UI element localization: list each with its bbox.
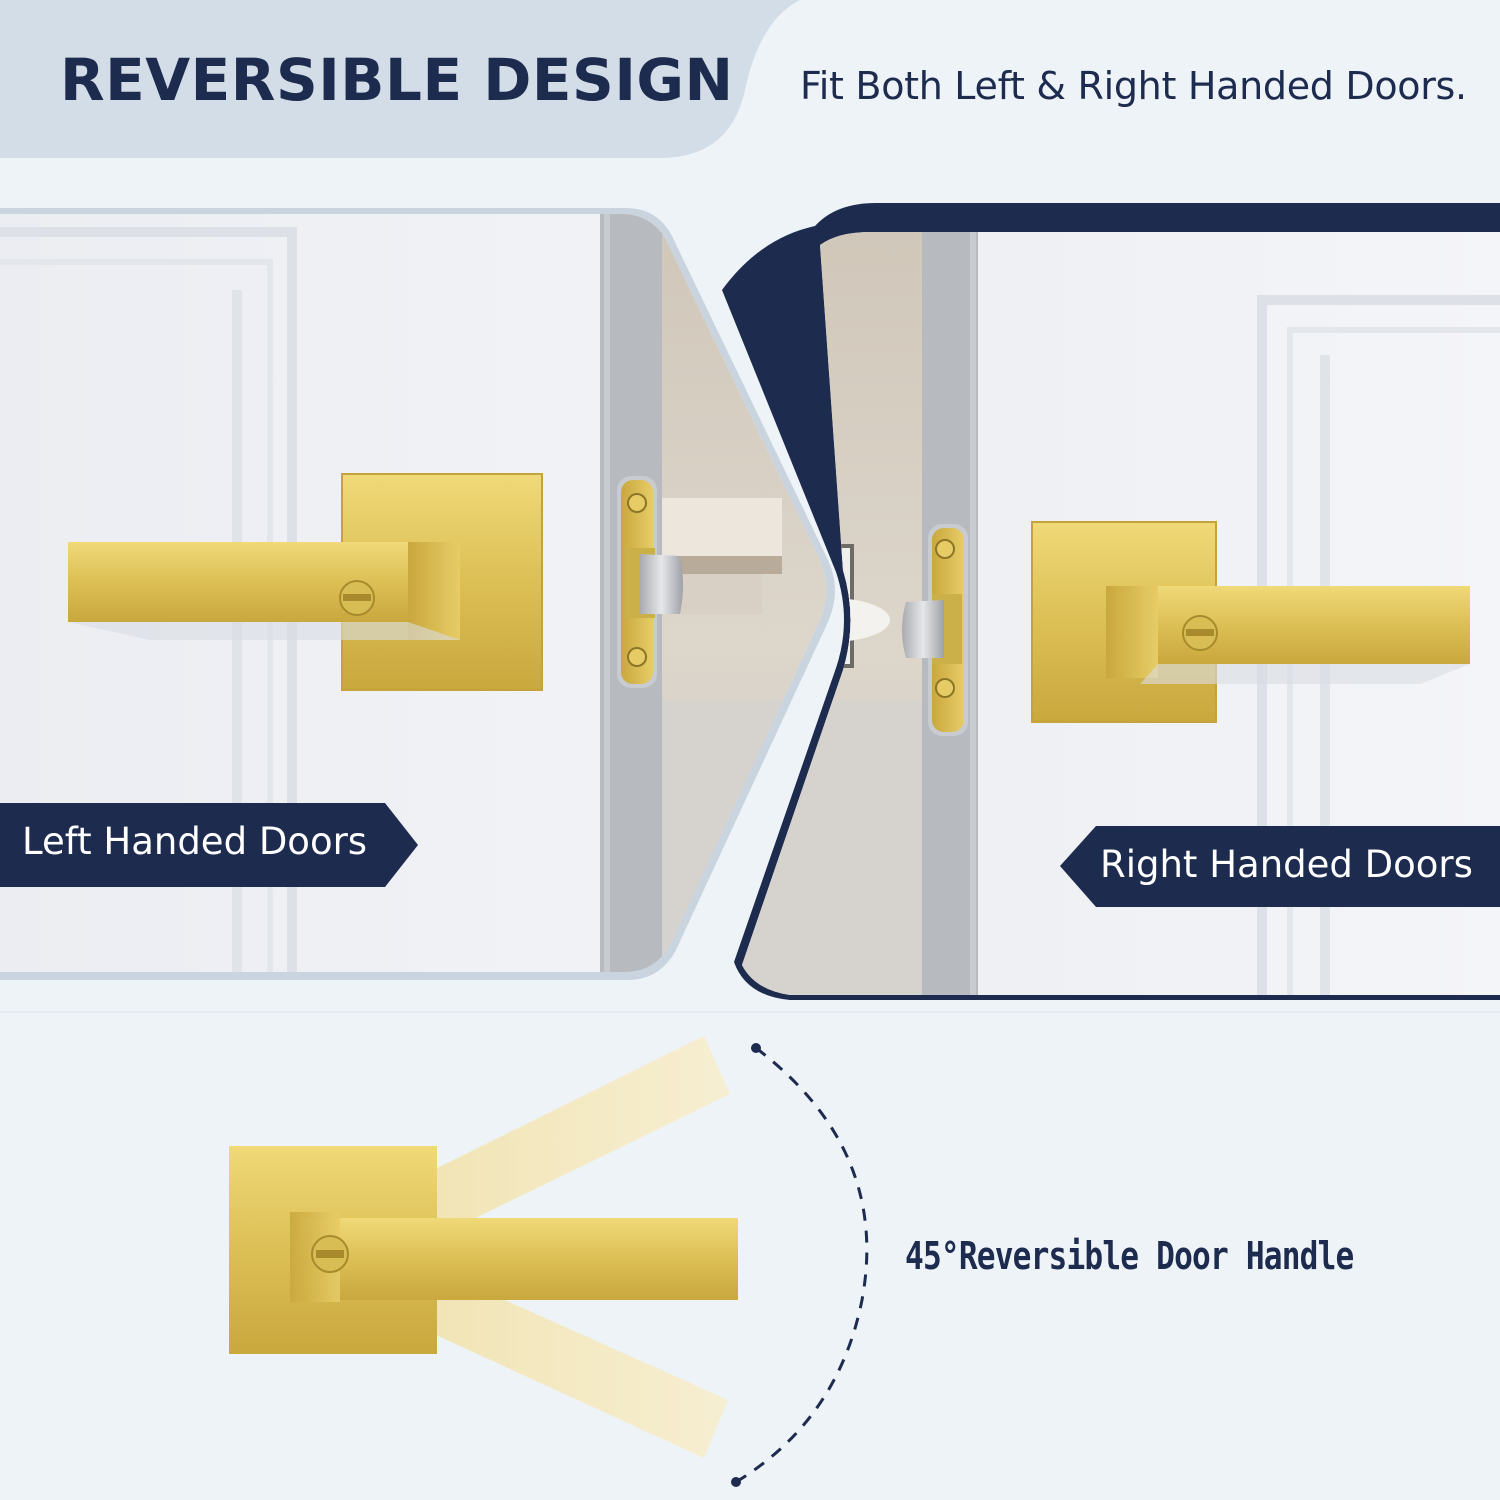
page-subtitle: Fit Both Left & Right Handed Doors.	[800, 64, 1467, 108]
lever-main	[298, 1218, 738, 1300]
rotation-label: 45°Reversible Door Handle	[905, 1234, 1354, 1278]
dashed-arc-icon	[735, 1046, 869, 1484]
right-label-badge	[1060, 826, 1500, 907]
left-handed-label: Left Handed Doors	[22, 820, 368, 863]
rotation-diagram	[229, 1036, 869, 1487]
left-label-badge	[0, 803, 418, 887]
header-band-left	[0, 0, 800, 158]
right-handed-label: Right Handed Doors	[1100, 843, 1473, 886]
page-title: REVERSIBLE DESIGN	[60, 46, 734, 114]
